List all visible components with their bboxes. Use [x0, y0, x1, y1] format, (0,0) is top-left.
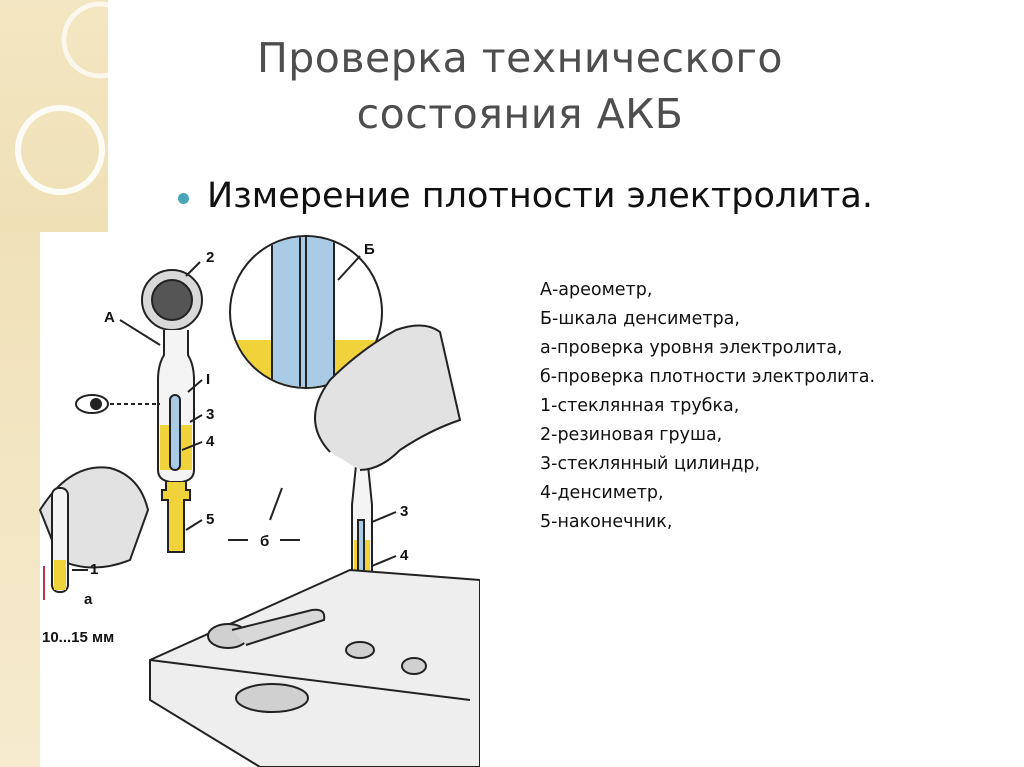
- legend-item: 2-резиновая груша,: [540, 425, 723, 445]
- nozzle-icon: [161, 482, 191, 553]
- legend-item: 4-денсиметр,: [540, 483, 664, 503]
- label-1-main: I: [206, 371, 210, 388]
- bullet-text: Измерение плотности электролита.: [207, 176, 873, 216]
- legend-item: 5-наконечник,: [540, 512, 673, 532]
- legend-item: 3-стеклянный цилиндр,: [540, 454, 761, 474]
- label-4-right: 4: [400, 547, 409, 564]
- label-1-tube: 1: [90, 561, 98, 578]
- label-b-small: б: [260, 533, 269, 550]
- label-2: 2: [206, 249, 214, 266]
- legend-item: А-ареометр,: [540, 280, 653, 300]
- label-4-left: 4: [206, 433, 215, 450]
- legend-item: б-проверка плотности электролита.: [540, 367, 876, 387]
- label-3-right: 3: [400, 503, 408, 520]
- battery-icon: [149, 568, 480, 767]
- label-measure: 10...15 мм: [42, 629, 114, 646]
- hydrometer-illustration: 2 А I 3 4 5 Б 3 4 б 1 а 10...15 мм: [38, 235, 480, 767]
- title-line-1: Проверка технического: [256, 34, 784, 82]
- label-B: Б: [364, 241, 375, 258]
- densimeter-icon: [169, 394, 181, 471]
- label-3-left: 3: [206, 406, 214, 423]
- legend-item: а-проверка уровня электролита,: [540, 338, 843, 358]
- label-5: 5: [206, 511, 214, 528]
- label-A: А: [104, 309, 115, 326]
- decorative-side-strip: [0, 232, 40, 767]
- label-a-small: а: [84, 591, 93, 608]
- legend-item: 1-стеклянная трубка,: [540, 396, 740, 416]
- bullet-item: Измерение плотности электролита.: [178, 176, 873, 216]
- hand-right-icon: [314, 324, 462, 471]
- decorative-circles: [15, 1, 139, 195]
- title-line-2: состояния АКБ: [356, 90, 684, 138]
- legend-item: Б-шкала денсиметра,: [540, 309, 740, 329]
- bullet-dot-icon: [178, 192, 189, 204]
- slide-title: Проверка технического состояния АКБ: [240, 30, 800, 142]
- decorative-corner-strip: [0, 0, 139, 232]
- legend-list: А-ареометр, Б-шкала денсиметра, а-провер…: [540, 276, 875, 537]
